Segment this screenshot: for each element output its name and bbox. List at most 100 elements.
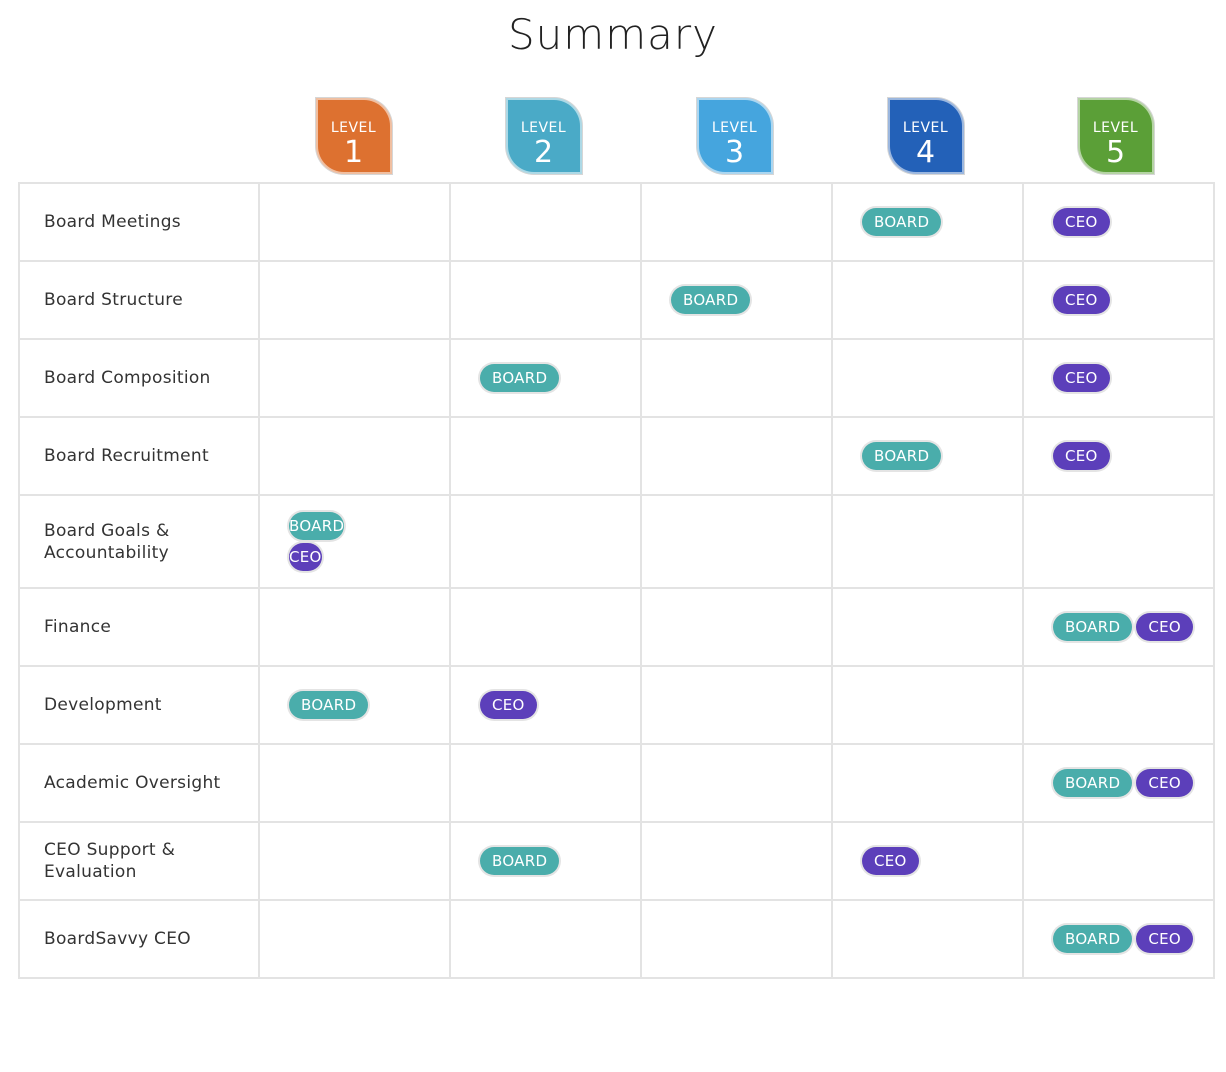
ceo-badge: CEO	[1053, 286, 1110, 314]
level-cell-2	[449, 587, 642, 667]
level-cell-1	[258, 821, 451, 901]
level-cell-1	[258, 260, 451, 340]
board-badge: BOARD	[671, 286, 751, 314]
row-label: BoardSavvy CEO	[18, 899, 260, 979]
level-cell-5: CEO	[1022, 338, 1215, 418]
row-label: Board Structure	[18, 260, 260, 340]
row-label: CEO Support & Evaluation	[18, 821, 260, 901]
level-number: 5	[1105, 135, 1126, 170]
level-cell-2	[449, 182, 642, 262]
level-cell-3: BOARD	[640, 260, 833, 340]
level-cell-4: BOARD	[831, 182, 1024, 262]
board-badge: BOARD	[289, 512, 345, 540]
level-cell-1	[258, 182, 451, 262]
ceo-badge: CEO	[1136, 925, 1193, 953]
level-cell-2: BOARD	[449, 338, 642, 418]
level-cell-3	[640, 743, 833, 823]
level-cell-1: BOARD	[258, 665, 451, 745]
table-row: CEO Support & Evaluation BOARD CEO	[18, 821, 1215, 901]
table-row: Board Composition BOARD CEO	[18, 338, 1215, 418]
table-row: Board Goals & Accountability BOARD CEO	[18, 494, 1215, 589]
level-cell-5	[1022, 494, 1215, 589]
level-cell-1: BOARD CEO	[258, 494, 451, 589]
board-badge: BOARD	[480, 364, 560, 392]
level-cell-4	[831, 743, 1024, 823]
board-badge: BOARD	[1053, 613, 1133, 641]
level-cell-5	[1022, 665, 1215, 745]
level-word: LEVEL	[330, 120, 377, 136]
level-number: 1	[343, 135, 364, 170]
level-cell-1	[258, 338, 451, 418]
level-number: 2	[533, 135, 554, 170]
ceo-badge: CEO	[1136, 613, 1193, 641]
level-number: 3	[724, 135, 745, 170]
level-word: LEVEL	[902, 120, 949, 136]
level-cell-2	[449, 494, 642, 589]
level-cell-4	[831, 665, 1024, 745]
level-cell-5	[1022, 821, 1215, 901]
level-cell-4	[831, 587, 1024, 667]
ceo-badge: CEO	[289, 543, 322, 571]
level-cell-1	[258, 899, 451, 979]
row-label: Board Composition	[18, 338, 260, 418]
row-label: Board Goals & Accountability	[18, 494, 260, 589]
level-cell-3	[640, 587, 833, 667]
level-cell-1	[258, 743, 451, 823]
level-cell-3	[640, 182, 833, 262]
level-cell-4	[831, 899, 1024, 979]
level-cell-3	[640, 821, 833, 901]
level-cell-2: CEO	[449, 665, 642, 745]
level-cell-5: CEO	[1022, 416, 1215, 496]
level-cell-4: BOARD	[831, 416, 1024, 496]
board-badge: BOARD	[289, 691, 369, 719]
row-label: Finance	[18, 587, 260, 667]
table-row: Board Recruitment BOARD CEO	[18, 416, 1215, 496]
ceo-badge: CEO	[480, 691, 537, 719]
level-cell-3	[640, 338, 833, 418]
ceo-badge: CEO	[1053, 208, 1110, 236]
level-cell-4	[831, 338, 1024, 418]
level-cell-4	[831, 260, 1024, 340]
level-cell-3	[640, 416, 833, 496]
level-cell-3	[640, 665, 833, 745]
board-badge: BOARD	[862, 208, 942, 236]
level-word: LEVEL	[520, 120, 567, 136]
level-word: LEVEL	[1092, 120, 1139, 136]
level-cell-2: BOARD	[449, 821, 642, 901]
level-cell-5: CEO	[1022, 260, 1215, 340]
level-cell-2	[449, 899, 642, 979]
level-cell-3	[640, 494, 833, 589]
row-label: Board Recruitment	[18, 416, 260, 496]
ceo-badge: CEO	[1053, 442, 1110, 470]
row-label: Development	[18, 665, 260, 745]
table-row: Board Structure BOARD CEO	[18, 260, 1215, 340]
level-number: 4	[915, 135, 936, 170]
level-cell-2	[449, 260, 642, 340]
pill-stack: BOARD CEO	[287, 512, 449, 571]
level-cell-4	[831, 494, 1024, 589]
level-word: LEVEL	[711, 120, 758, 136]
row-label: Board Meetings	[18, 182, 260, 262]
level-cell-4: CEO	[831, 821, 1024, 901]
table-row: Board Meetings BOARD CEO	[18, 182, 1215, 262]
level-cell-1	[258, 416, 451, 496]
board-badge: BOARD	[862, 442, 942, 470]
ceo-badge: CEO	[862, 847, 919, 875]
row-label: Academic Oversight	[18, 743, 260, 823]
